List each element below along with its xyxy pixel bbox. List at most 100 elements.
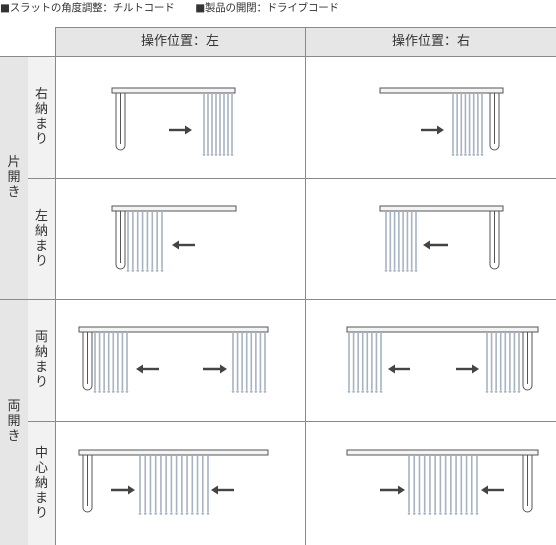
slat-weight [454,512,458,515]
group-single-label: 片開き [7,155,21,200]
headrail [111,205,237,212]
slat-weight [150,269,154,272]
headrail [78,449,269,456]
slat-weight [414,269,418,272]
row-left-stack-text: 左納まり [34,209,48,269]
slat-weight [444,512,447,515]
arrow-head [220,364,227,374]
diagram-left-stack-right-control [306,179,556,299]
diagram-center-stack-right-control [306,422,556,545]
slat-stack [451,93,484,156]
slat-weight [206,153,210,156]
slat-weight [226,153,230,156]
cord-loop [115,211,126,270]
slat-weight [146,269,149,272]
grid-line [28,421,556,422]
slat-weight [196,512,199,515]
arrow-head [481,485,488,495]
slat-weight [98,390,101,393]
slat-weight [393,269,396,272]
arrow-head [423,240,430,250]
grid-line [305,27,306,545]
slat-stack [407,455,479,515]
diagram-left-stack-left-control [56,179,305,299]
slat-weight [191,512,194,515]
diagram-right-stack-right-control [306,57,556,178]
slat-weight [111,390,115,393]
slat-weight [490,390,493,393]
slat-weight [107,390,111,393]
legend-tilt: ■スラットの角度調整：チルトコード [0,2,175,14]
slat-weight [185,512,189,515]
slat-weight [480,153,484,156]
cord-loop [489,93,500,151]
slat-weight [218,153,222,156]
slat-weight [459,153,463,156]
slat-weight [412,512,416,515]
slat-weight [468,153,471,156]
slat-weight [464,153,467,156]
slat-weight [121,390,124,393]
blind-diagram [111,205,237,272]
slat-weight [149,512,152,515]
slat-weight [465,512,468,515]
slat-stack [126,211,164,272]
slat-weight [180,512,184,515]
slat-weight [508,390,512,393]
slat-weight [406,269,409,272]
slat-weight [517,390,521,393]
slat-weight [503,390,507,393]
slat-weight [202,153,206,156]
cord-loop [115,93,126,151]
slat-weight [418,512,421,515]
slat-weight [361,390,365,393]
cord-loop [489,211,500,270]
slat-stack [231,332,267,393]
slat-weight [155,269,159,272]
slat-weight [263,390,267,393]
slat-weight [370,390,374,393]
slat-weight [143,512,147,515]
diagram-center-stack-left-control [56,422,305,545]
row-both-stack-text: 両納まり [34,330,48,390]
headrail [78,326,269,333]
slat-weight [455,153,459,156]
slat-weight [428,512,432,515]
slat-stack [93,332,129,393]
slat-weight [254,390,258,393]
slat-weight [475,512,479,515]
arrow-head [211,485,218,495]
headrail [346,449,539,456]
group-double-label: 両開き [7,399,21,444]
slat-weight [102,390,106,393]
slat-weight [164,512,168,515]
group-single-open: 片開き [0,57,28,299]
headrail [111,87,236,94]
slat-weight [388,269,392,272]
blind-diagram [78,449,269,515]
slat-weight [365,390,369,393]
slat-weight [210,153,214,156]
row-right-stack-text: 右納まり [34,87,48,147]
arrow-head [388,364,395,374]
slat-weight [449,512,453,515]
arrow-head [128,485,135,495]
grid-line [55,27,56,545]
slat-weight [259,390,262,393]
slat-weight [485,390,489,393]
slat-weight [379,390,383,393]
arrow-head [185,125,192,135]
blind-diagram [111,87,236,156]
blind-diagram [379,87,504,156]
slat-weight [201,512,205,515]
row-center-stack-text: 中心納まり [34,446,48,521]
slat-weight [460,512,463,515]
grid-line [0,56,556,57]
row-label-left-stack: 左納まり [28,179,55,299]
slat-weight [160,269,164,272]
header-left: 操作位置：左 [55,28,305,56]
diagram-both-stack-right-control [306,300,556,421]
slat-weight [170,512,173,515]
slat-weight [494,390,498,393]
slat-stack [202,93,234,156]
